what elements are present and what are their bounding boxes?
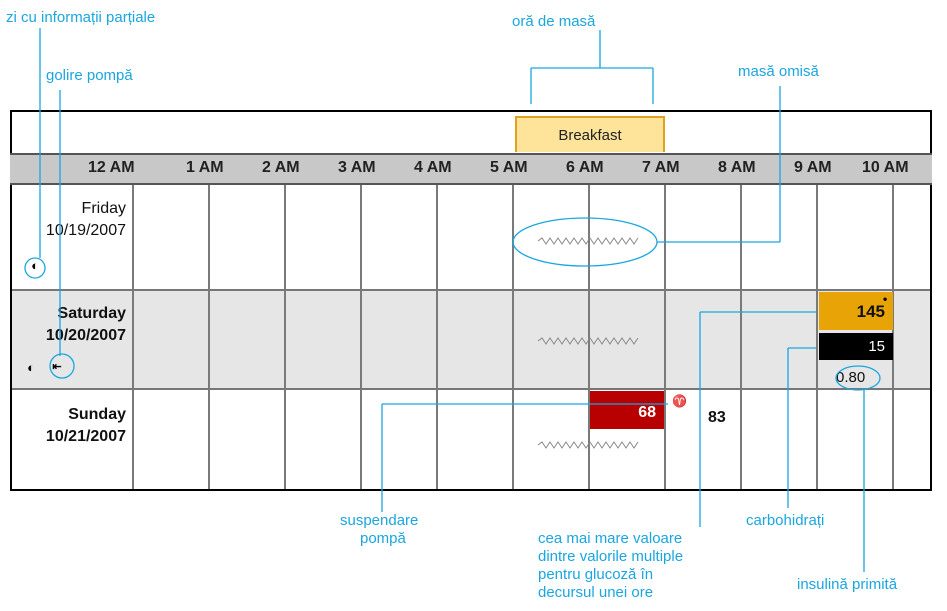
hour-label-4am: 4 AM — [414, 159, 452, 176]
callout-pump-prime: golire pompă — [46, 67, 133, 84]
day-name-friday: Friday — [81, 200, 126, 217]
grid-line — [360, 185, 362, 489]
pump-prime-icon: ⇤ — [52, 361, 62, 373]
day-name-saturday: Saturday — [57, 305, 126, 322]
missed-meal-squiggle — [537, 441, 639, 449]
hour-label-2am: 2 AM — [262, 159, 300, 176]
callout-partial-day: zi cu informații parțiale — [6, 9, 156, 26]
glucose-reading-low[interactable]: 68 — [590, 391, 664, 429]
grid-line — [284, 185, 286, 489]
day-date-friday: 10/19/2007 — [45, 222, 126, 239]
half-circle-icon: ◐ — [27, 360, 35, 375]
callout-highest-line3: pentru glucoză în — [538, 566, 654, 583]
callout-pump-suspend-line2: pompă — [360, 530, 406, 547]
grid-line — [664, 185, 666, 489]
callout-highest-line2: dintre valorile multiple — [538, 548, 684, 565]
glucose-reading-high[interactable]: 145 — [819, 292, 893, 330]
grid-line — [208, 185, 210, 489]
glucose-reading[interactable]: 83 — [708, 409, 726, 426]
grid-line — [588, 185, 590, 489]
callout-carbs: carbohidrați — [746, 512, 825, 529]
grid-line — [436, 185, 438, 489]
callout-meal-time: oră de masă — [512, 13, 596, 30]
hour-label-5am: 5 AM — [490, 159, 528, 176]
hour-label-8am: 8 AM — [718, 159, 756, 176]
callout-highest-line1: cea mai mare valoare — [538, 530, 683, 547]
grid-line — [892, 185, 894, 489]
callout-insulin: insulină primită — [797, 576, 898, 593]
hour-label-12am: 12 AM — [88, 159, 135, 176]
hour-label-6am: 6 AM — [566, 159, 604, 176]
hour-label-1am: 1 AM — [186, 159, 224, 176]
hour-label-10am: 10 AM — [862, 159, 909, 176]
callout-missed-meal: masă omisă — [738, 63, 819, 80]
missed-meal-squiggle — [537, 337, 639, 345]
carbs-value[interactable]: 15 — [819, 333, 893, 360]
hour-label-9am: 9 AM — [794, 159, 832, 176]
hour-label-7am: 7 AM — [642, 159, 680, 176]
grid-line — [132, 185, 134, 489]
grid-line — [816, 185, 818, 489]
grid-line — [740, 185, 742, 489]
hour-header-row — [10, 153, 932, 185]
meal-header-breakfast[interactable]: Breakfast — [515, 116, 665, 152]
day-row-saturday[interactable] — [12, 289, 930, 390]
missed-meal-squiggle — [537, 237, 639, 245]
callout-highest-line4: decursul unei ore — [538, 584, 654, 601]
day-date-sunday: 10/21/2007 — [45, 428, 126, 445]
grid-line — [512, 185, 514, 489]
multiple-readings-icon: • — [883, 292, 888, 306]
day-name-sunday: Sunday — [68, 406, 126, 423]
hour-label-3am: 3 AM — [338, 159, 376, 176]
day-date-saturday: 10/20/2007 — [45, 327, 126, 344]
callout-pump-suspend-line1: suspendare — [340, 512, 419, 529]
insulin-value[interactable]: 0.80 — [836, 369, 866, 386]
pump-suspend-icon: ♈ — [672, 394, 687, 408]
half-circle-icon: ◐ — [31, 258, 39, 273]
